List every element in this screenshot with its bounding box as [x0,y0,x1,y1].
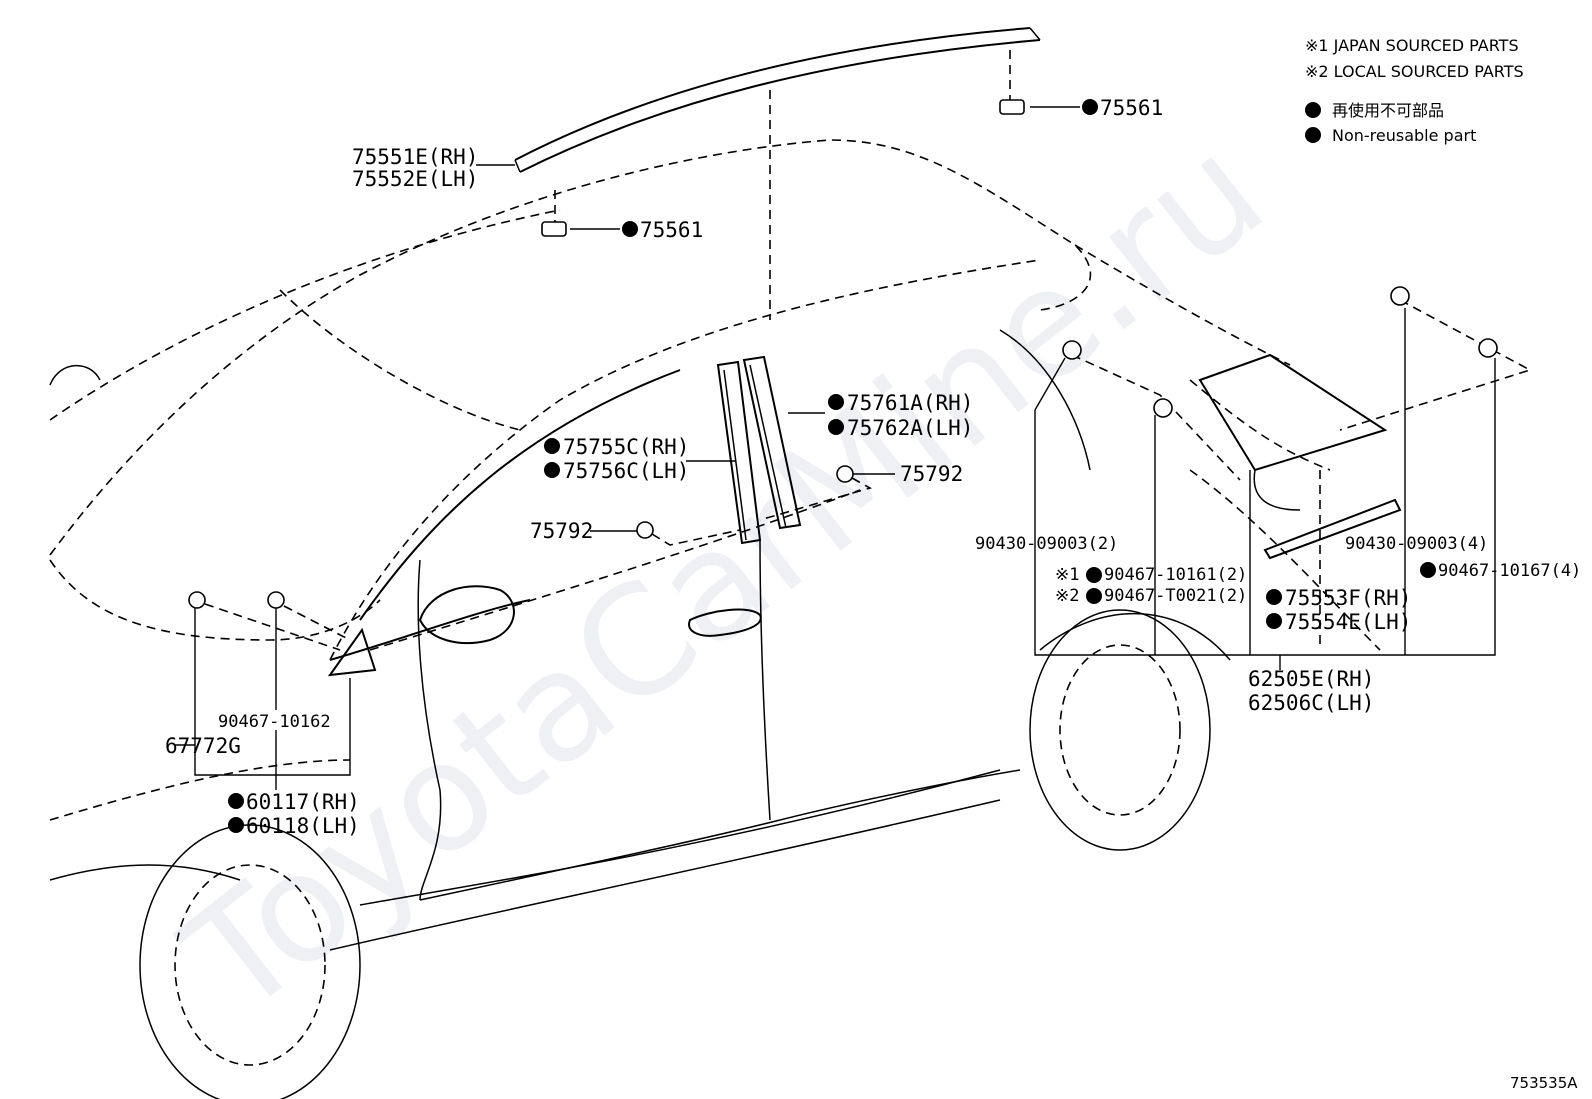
non-reusable-dot [1266,589,1282,605]
label-75561-lower: 75561 [640,218,703,242]
label-75554E: 75554E(LH) [1285,610,1411,634]
non-reusable-dot [1086,588,1102,604]
non-reusable-dot [1082,99,1098,115]
label-90467-T0021: 90467-T0021(2) [1104,586,1247,606]
non-reusable-dot [1086,567,1102,583]
label-75761A: 75761A(RH) [847,391,973,415]
non-reusable-dot [228,793,244,809]
screw-90467-10162-b [267,591,285,609]
label-75552E: 75552E(LH) [352,167,478,191]
label-75553F: 75553F(RH) [1285,586,1411,610]
diagram-code: 753535A [1510,1074,1578,1092]
label-75762A: 75762A(LH) [847,416,973,440]
screw-90467-10162-a [188,591,206,609]
front-corner-cover [327,627,377,677]
car-body-outline [49,139,1381,1099]
rear-spoiler [1071,299,1533,650]
legend-nonreusable-en: Non-reusable part [1332,126,1476,145]
non-reusable-dot [544,462,560,478]
non-reusable-dot [622,221,638,237]
clip-90467-a [1153,398,1173,418]
label-60117: 60117(RH) [246,790,360,814]
non-reusable-dot [1420,562,1436,578]
mark-japan: ※1 [1055,565,1079,585]
legend-dot-icon [1305,127,1321,143]
legend-note-local: ※2 LOCAL SOURCED PARTS [1305,62,1524,81]
non-reusable-dot [228,817,244,833]
non-reusable-dot [544,438,560,454]
label-90430-09003-2: 90430-09003(2) [975,534,1118,554]
clip-75792-right [836,465,854,483]
label-75792-left: 75792 [530,519,593,543]
label-60118: 60118(LH) [246,814,360,838]
legend: ※1 JAPAN SOURCED PARTS ※2 LOCAL SOURCED … [1305,36,1524,145]
label-62505E: 62505E(RH) [1248,667,1374,691]
non-reusable-dot [828,419,844,435]
label-90467-10161: 90467-10161(2) [1104,565,1247,585]
leader-lines [175,106,1496,790]
non-reusable-dot [1266,613,1282,629]
clip-75792-left [636,521,654,539]
label-90467-10167: 90467-10167(4) [1438,561,1581,581]
clip-90467-b [1478,338,1498,358]
legend-dot-icon [1305,102,1321,118]
clip-90430-a [1062,340,1082,360]
mark-local: ※2 [1055,586,1079,606]
label-75551E: 75551E(RH) [352,145,478,169]
clip-75561-lower [541,221,567,237]
roof-drip-molding [514,27,1041,320]
label-75756C: 75756C(LH) [563,459,689,483]
b-pillar-garnish [716,355,802,545]
clip-90430-b [1390,286,1410,306]
legend-note-japan: ※1 JAPAN SOURCED PARTS [1305,36,1519,55]
label-62506C: 62506C(LH) [1248,691,1374,715]
label-75755C: 75755C(RH) [563,435,689,459]
non-reusable-dot [828,394,844,410]
label-75561-upper: 75561 [1100,96,1163,120]
legend-nonreusable-jp: 再使用不可部品 [1332,101,1444,120]
label-75792-right: 75792 [900,462,963,486]
clip-75561-upper [999,99,1025,115]
label-67772G: 67772G [165,734,241,758]
label-90467-10162: 90467-10162 [218,712,331,732]
label-90430-09003-4: 90430-09003(4) [1345,534,1488,554]
